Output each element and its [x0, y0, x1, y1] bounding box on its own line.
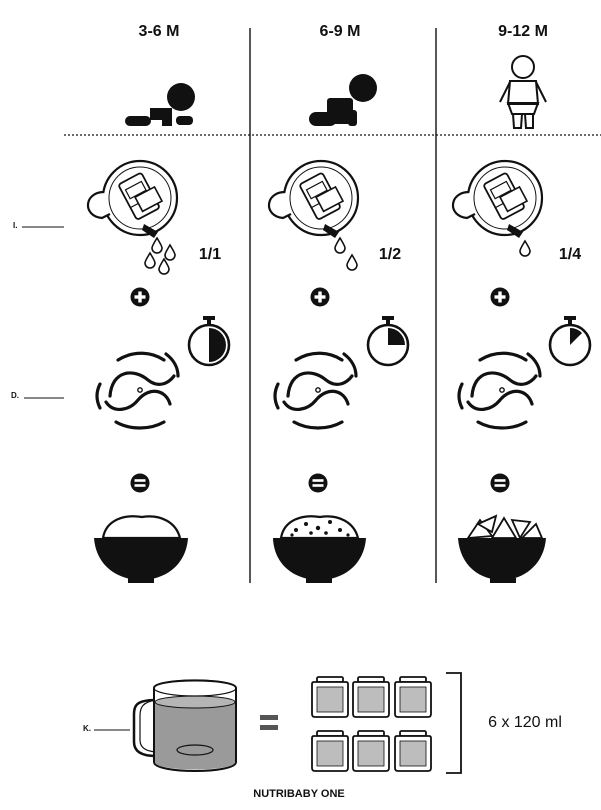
- drops-icon: [144, 237, 176, 275]
- storage-jars-group: [311, 676, 432, 772]
- ratio-label: 1/4: [559, 246, 581, 263]
- textured-puree-bowl-icon: [273, 515, 366, 583]
- age-label-3-6: 3-6 M: [139, 23, 180, 40]
- plus-circle-icon: [490, 287, 510, 307]
- plus-circle-icon: [130, 287, 150, 307]
- blade-rotation-icon: [457, 351, 542, 430]
- age-label-9-12: 9-12 M: [498, 23, 548, 40]
- stopwatch-icon: [548, 316, 592, 367]
- drops-icon: [519, 240, 531, 257]
- pitcher-pour-icon: [86, 159, 179, 240]
- pitcher-pour-icon: [267, 159, 360, 240]
- pitcher-pour-icon: [451, 159, 544, 240]
- plus-circle-icon: [310, 287, 330, 307]
- blender-jug-icon: [132, 679, 237, 772]
- equals-sign-icon: [260, 715, 278, 730]
- blade-rotation-icon: [95, 351, 180, 430]
- baby-lying-icon: [125, 83, 195, 126]
- stopwatch-icon: [187, 316, 231, 367]
- drops-icon: [334, 237, 358, 271]
- storage-jar-icon: [394, 730, 432, 772]
- blade-rotation-icon: [273, 351, 358, 430]
- side-label-liquid: I.: [13, 221, 17, 230]
- storage-jar-icon: [311, 676, 349, 718]
- equals-circle-icon: [130, 473, 150, 493]
- result-multiplier: 6 x 120 ml: [488, 714, 562, 731]
- smooth-puree-bowl-icon: [94, 515, 188, 583]
- toddler-standing-icon: [499, 55, 547, 129]
- age-label-6-9: 6-9 M: [320, 23, 361, 40]
- side-label-jug: K.: [83, 724, 91, 733]
- ratio-label: 1/2: [379, 246, 401, 263]
- storage-jar-icon: [352, 730, 390, 772]
- product-name: NUTRIBABY ONE: [253, 788, 344, 800]
- stopwatch-icon: [366, 316, 410, 367]
- equals-circle-icon: [490, 473, 510, 493]
- bracket: [446, 672, 462, 774]
- chunky-bowl-icon: [458, 514, 546, 583]
- storage-jar-icon: [394, 676, 432, 718]
- storage-jar-icon: [311, 730, 349, 772]
- equals-circle-icon: [308, 473, 328, 493]
- ratio-label: 1/1: [199, 246, 221, 263]
- baby-crawling-icon: [309, 74, 377, 126]
- side-label-blade: D.: [11, 391, 19, 400]
- storage-jar-icon: [352, 676, 390, 718]
